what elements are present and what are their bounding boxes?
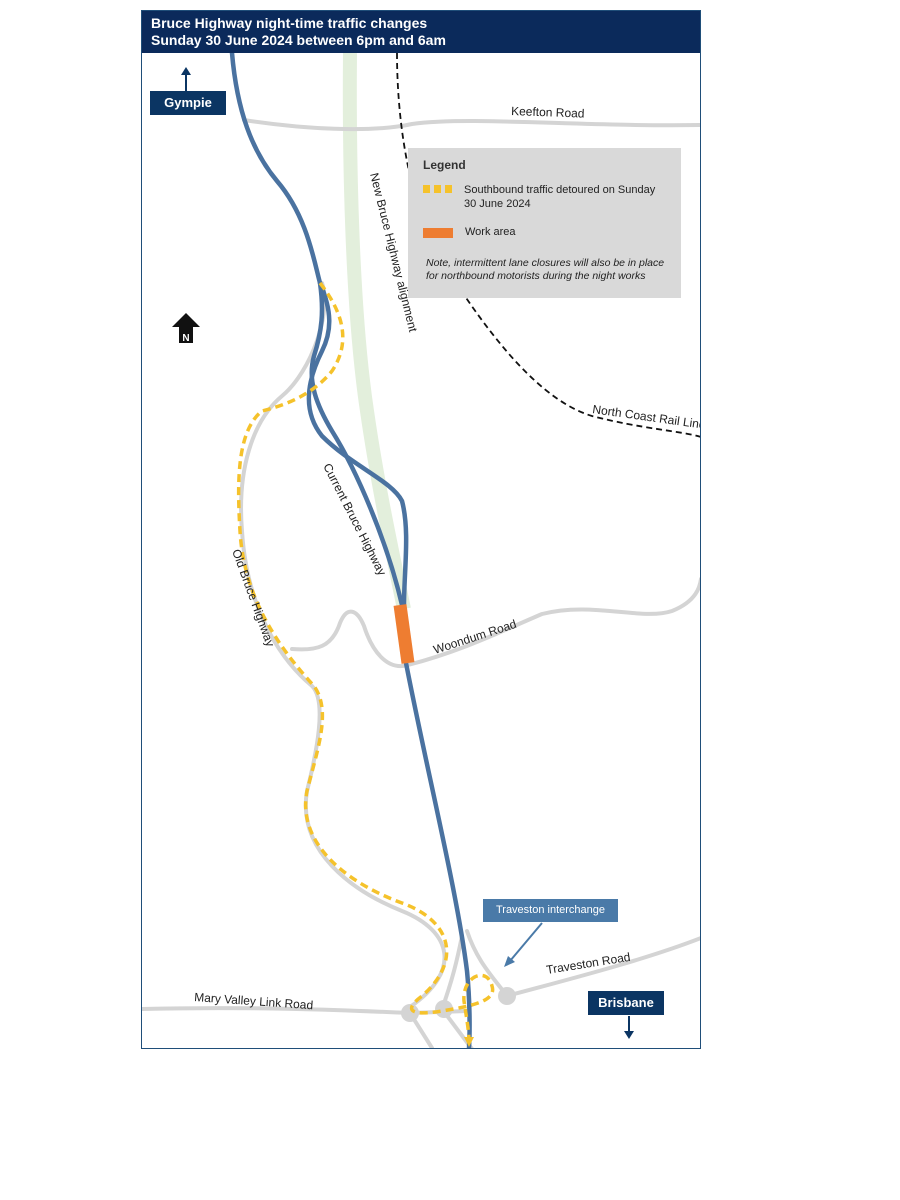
map-frame: Bruce Highway night-time traffic changes… [141,10,701,1049]
gympie-label: Gympie [164,95,212,110]
map-canvas: N Keefton Road New Bruce Highway alignme… [142,50,700,1048]
legend-detour-swatch [423,185,453,193]
detour-arrow-head [464,1037,474,1047]
keefton-road [242,118,700,132]
legend-panel: Legend Southbound traffic detoured on Su… [408,148,681,298]
brisbane-arrow-icon [624,1016,634,1039]
brisbane-label-box: Brisbane [588,991,664,1015]
legend-note: Note, intermittent lane closures will al… [426,257,665,282]
north-arrow-icon: N [172,313,200,344]
gympie-label-box: Gympie [150,91,226,115]
label-woondum-road: Woondum Road [432,617,519,657]
old-highway-road [239,281,447,1009]
roundabout-2 [435,1000,453,1018]
interchange-callout: Traveston interchange [483,899,618,922]
current-bruce-highway [229,50,472,1048]
interchange-callout-label: Traveston interchange [495,904,606,916]
highway-south-section [403,660,472,1048]
work-area [393,604,415,664]
legend-detour-label: Southbound traffic detoured on Sunday 30… [464,184,656,210]
north-arrow-label: N [182,333,189,344]
north-coast-rail-line [396,52,700,438]
legend-title: Legend [423,158,466,172]
woondum-road [290,577,700,669]
brisbane-label: Brisbane [598,995,654,1010]
title-bar: Bruce Highway night-time traffic changes… [142,11,700,53]
highway-north-section [229,50,405,608]
legend-work-swatch [423,228,453,238]
highway-parallel-carriageway [306,280,409,608]
label-keefton-road: Keefton Road [511,104,585,121]
legend-work-label: Work area [465,226,516,238]
roundabout-3 [498,987,516,1005]
minor-roads [142,118,700,1048]
new-highway-alignment [342,52,411,611]
interchange-ramp-4 [465,929,509,998]
roundabout-1 [401,1004,419,1022]
interchange-leader-arrow [504,922,543,967]
label-old-highway: Old Bruce Highway [229,547,277,648]
title-line-2: Sunday 30 June 2024 between 6pm and 6am [151,32,446,48]
gympie-arrow-icon [181,67,191,91]
title-line-1: Bruce Highway night-time traffic changes [151,15,428,31]
mary-valley-link-road [142,1006,469,1016]
traveston-road [505,936,700,998]
detour-route [236,281,495,1044]
